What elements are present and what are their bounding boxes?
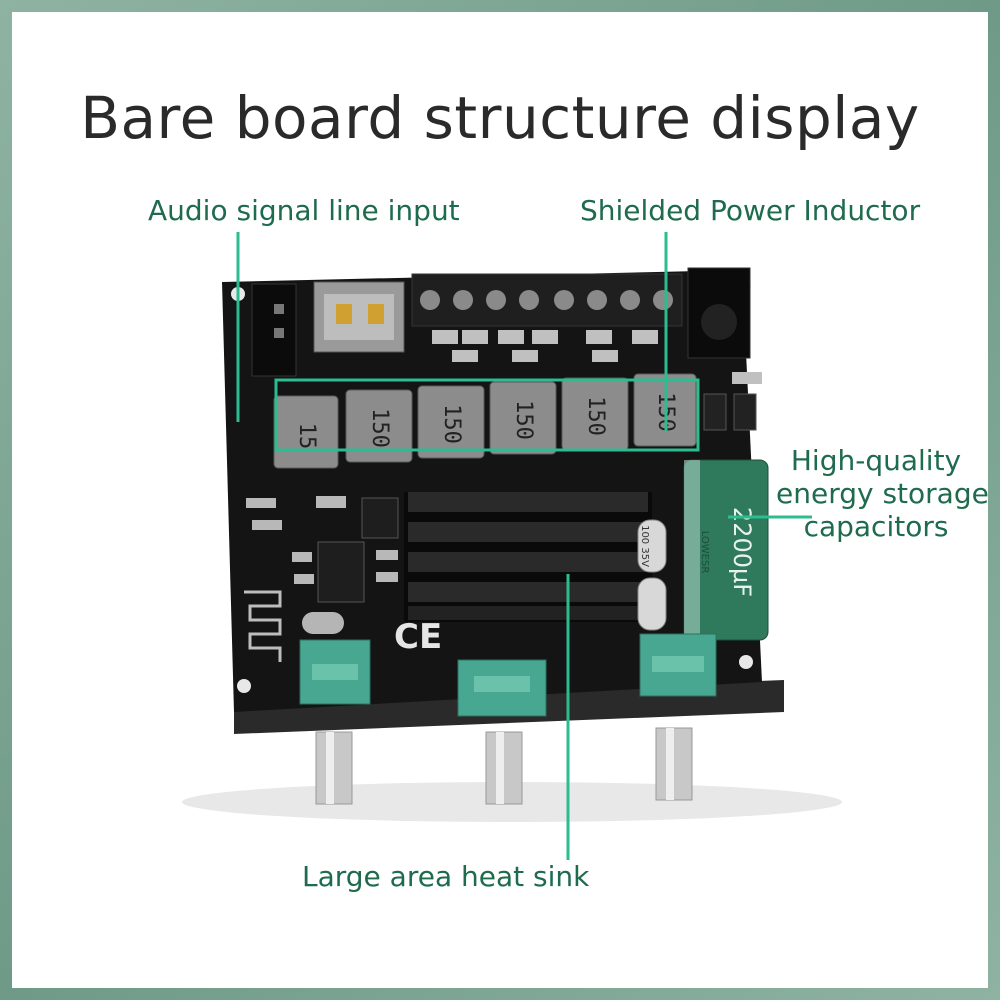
capacitors-callout-line: capacitors: [803, 510, 949, 543]
small-capacitors: 100 35V: [637, 519, 667, 631]
big-capacitor-stripe: [684, 460, 700, 640]
inductor-marking: 150: [511, 400, 536, 440]
inductor-callout: Shielded Power Inductor: [580, 194, 921, 227]
terminal-screw: [420, 290, 440, 310]
ic-chip: [361, 497, 399, 539]
capacitors-callout-line: High-quality: [790, 444, 962, 477]
ic-chips: [317, 497, 399, 603]
diode: [703, 393, 727, 431]
mount-hole: [739, 655, 753, 669]
inductor: [417, 385, 485, 459]
jack-pin: [274, 328, 284, 338]
crystal: [302, 612, 344, 634]
knob-shaft-highlight: [326, 732, 334, 804]
heat-sink-fin: [408, 552, 648, 572]
heat-sink-fin: [408, 582, 648, 602]
potentiometers: [299, 633, 717, 717]
page-title: Bare board structure display: [80, 84, 920, 152]
heat-sink: [404, 492, 652, 622]
heat-sink-fin: [408, 492, 648, 512]
potentiometer-face: [652, 656, 704, 672]
dc-power-jack: [687, 267, 751, 359]
amplifier-board-illustration: 15 150 150 150 150 150 100 35V: [182, 232, 842, 860]
small-capacitor: [637, 577, 667, 631]
jack-pin: [274, 304, 284, 314]
knob-shafts: [315, 727, 693, 805]
small-capacitor-marking: 100 35V: [639, 525, 650, 567]
heat-sink-fin: [408, 606, 648, 620]
usb-contact: [336, 304, 352, 324]
terminal-screw: [620, 290, 640, 310]
inductor: [489, 381, 557, 455]
capacitors-callout: High-quality energy storage capacitors: [776, 444, 988, 543]
inductor-highlight-box: [274, 378, 700, 452]
inductor: [345, 389, 413, 463]
capacitors-callout-line: energy storage: [776, 477, 988, 510]
small-capacitor: [637, 519, 667, 573]
inductor-marking: 150: [583, 396, 608, 436]
potentiometer-face: [474, 676, 530, 692]
terminal-screw: [587, 290, 607, 310]
audio-input-callout: Audio signal line input: [148, 194, 460, 227]
terminal-screw: [453, 290, 473, 310]
screw-terminal-block: [411, 273, 683, 327]
terminal-screw: [554, 290, 574, 310]
smd-components: [432, 330, 762, 384]
inductor-marking: 15: [294, 423, 319, 450]
inductor-marking: 150: [439, 404, 464, 444]
ce-mark: CE: [394, 617, 442, 657]
mount-hole: [237, 679, 251, 693]
potentiometer-face: [312, 664, 358, 680]
knob-shaft-highlight: [496, 732, 504, 804]
inductor-marking: 150: [367, 408, 392, 448]
smd-components-left: [246, 496, 398, 584]
ic-chip: [317, 541, 365, 603]
big-capacitor: 2200µF LOWESR: [683, 459, 769, 641]
terminal-screw: [519, 290, 539, 310]
terminal-screw: [653, 290, 673, 310]
heat-sink-fin: [408, 522, 648, 542]
product-image-canvas: Bare board structure display: [12, 12, 988, 988]
terminal-screw: [486, 290, 506, 310]
capacitor-brand: LOWESR: [699, 531, 710, 574]
heat-sink-callout: Large area heat sink: [302, 860, 590, 893]
knob-shaft-highlight: [666, 728, 674, 800]
usb-contact: [368, 304, 384, 324]
dc-jack-hole: [701, 304, 737, 340]
bluetooth-antenna: [244, 590, 282, 662]
big-capacitor-marking: 2200µF: [728, 507, 756, 597]
diode: [733, 393, 757, 431]
